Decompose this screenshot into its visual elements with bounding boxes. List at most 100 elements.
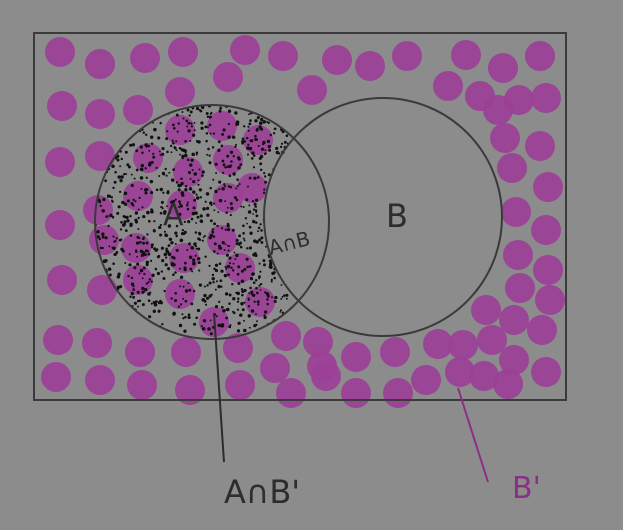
stipple-dot [205,192,210,196]
stipple-dot [178,200,181,204]
complement-dot [488,53,518,83]
stipple-dot [119,179,123,183]
stipple-dot [171,139,174,142]
stipple-dot [258,121,263,125]
stipple-dot [198,283,203,287]
complement-dot [237,173,267,203]
stipple-dot [208,161,212,165]
stipple-dot [183,261,187,265]
stipple-dot [168,171,171,174]
stipple-dot [192,180,196,184]
stipple-dot [249,286,252,290]
stipple-dot [190,217,194,221]
stipple-dot [120,157,124,161]
complement-dot [448,330,478,360]
stipple-dot [141,206,144,209]
stipple-dot [209,319,212,322]
stipple-dot [195,221,198,224]
stipple-dot [154,248,158,252]
complement-dot [47,91,77,121]
stipple-dot [247,297,250,300]
complement-dot [260,353,290,383]
stipple-dot [172,273,175,276]
stipple-dot [211,146,215,149]
stipple-dot [144,191,148,195]
stipple-dot [177,188,181,192]
stipple-dot [248,225,252,229]
stipple-dot [247,210,252,214]
stipple-dot [139,268,144,273]
stipple-dot [212,132,216,135]
stipple-dot [253,300,256,303]
stipple-dot [259,127,264,131]
stipple-dot [229,213,232,217]
complement-dot [245,287,275,317]
stipple-dot [122,214,126,218]
stipple-dot [174,271,177,274]
stipple-dot [190,302,194,306]
stipple-dot [236,184,239,187]
stipple-dot [147,163,152,167]
stipple-dot [218,300,221,304]
stipple-dot [204,255,207,258]
stipple-dot [225,253,229,257]
stipple-dot [161,171,166,176]
stipple-dot [113,253,117,257]
stipple-dot [138,196,141,200]
complement-dot [125,337,155,367]
stipple-dot [220,323,225,327]
stipple-dot [227,122,230,126]
stipple-dot [181,156,184,160]
stipple-dot [184,153,188,158]
stipple-dot [195,140,199,143]
complement-dot [43,325,73,355]
stipple-dot [198,188,202,192]
complement-dot [230,35,260,65]
stipple-dot [186,125,189,128]
stipple-dot [206,213,210,217]
stipple-dot [110,196,114,199]
stipple-dot [186,248,189,252]
a-minus-b-label: A∩B' [224,473,300,511]
stipple-dot [169,144,173,148]
complement-dot [501,197,531,227]
stipple-dot [274,295,278,300]
stipple-dot [269,265,273,269]
stipple-dot [165,174,168,177]
stipple-dot [182,285,185,288]
stipple-dot [121,248,124,251]
stipple-dot [255,221,258,224]
stipple-dot [217,140,221,144]
stipple-dot [239,241,242,245]
stipple-dot [197,183,200,186]
stipple-dot [165,234,169,237]
stipple-dot [228,302,231,305]
stipple-dot [172,199,176,203]
stipple-dot [126,219,130,223]
stipple-dot [242,231,245,235]
stipple-dot [208,281,212,285]
stipple-dot [250,309,255,313]
complement-dot [87,275,117,305]
stipple-dot [141,286,145,291]
stipple-dot [179,153,181,156]
stipple-dot [237,265,241,269]
stipple-dot [270,280,273,283]
stipple-dot [132,198,135,202]
stipple-dot [205,139,208,143]
stipple-dot [216,252,219,255]
stipple-dot [246,146,250,150]
stipple-dot [125,173,127,175]
stipple-dot [259,282,263,286]
stipple-dot [153,127,157,132]
stipple-dot [172,312,176,316]
stipple-dot [161,259,165,263]
stipple-dot [214,305,219,309]
stipple-dot [253,202,257,206]
stipple-dot [127,274,130,278]
stipple-dot [169,216,172,219]
stipple-dot [219,107,223,110]
stipple-dot [242,205,245,209]
stipple-dot [117,175,121,179]
stipple-dot [215,172,218,175]
